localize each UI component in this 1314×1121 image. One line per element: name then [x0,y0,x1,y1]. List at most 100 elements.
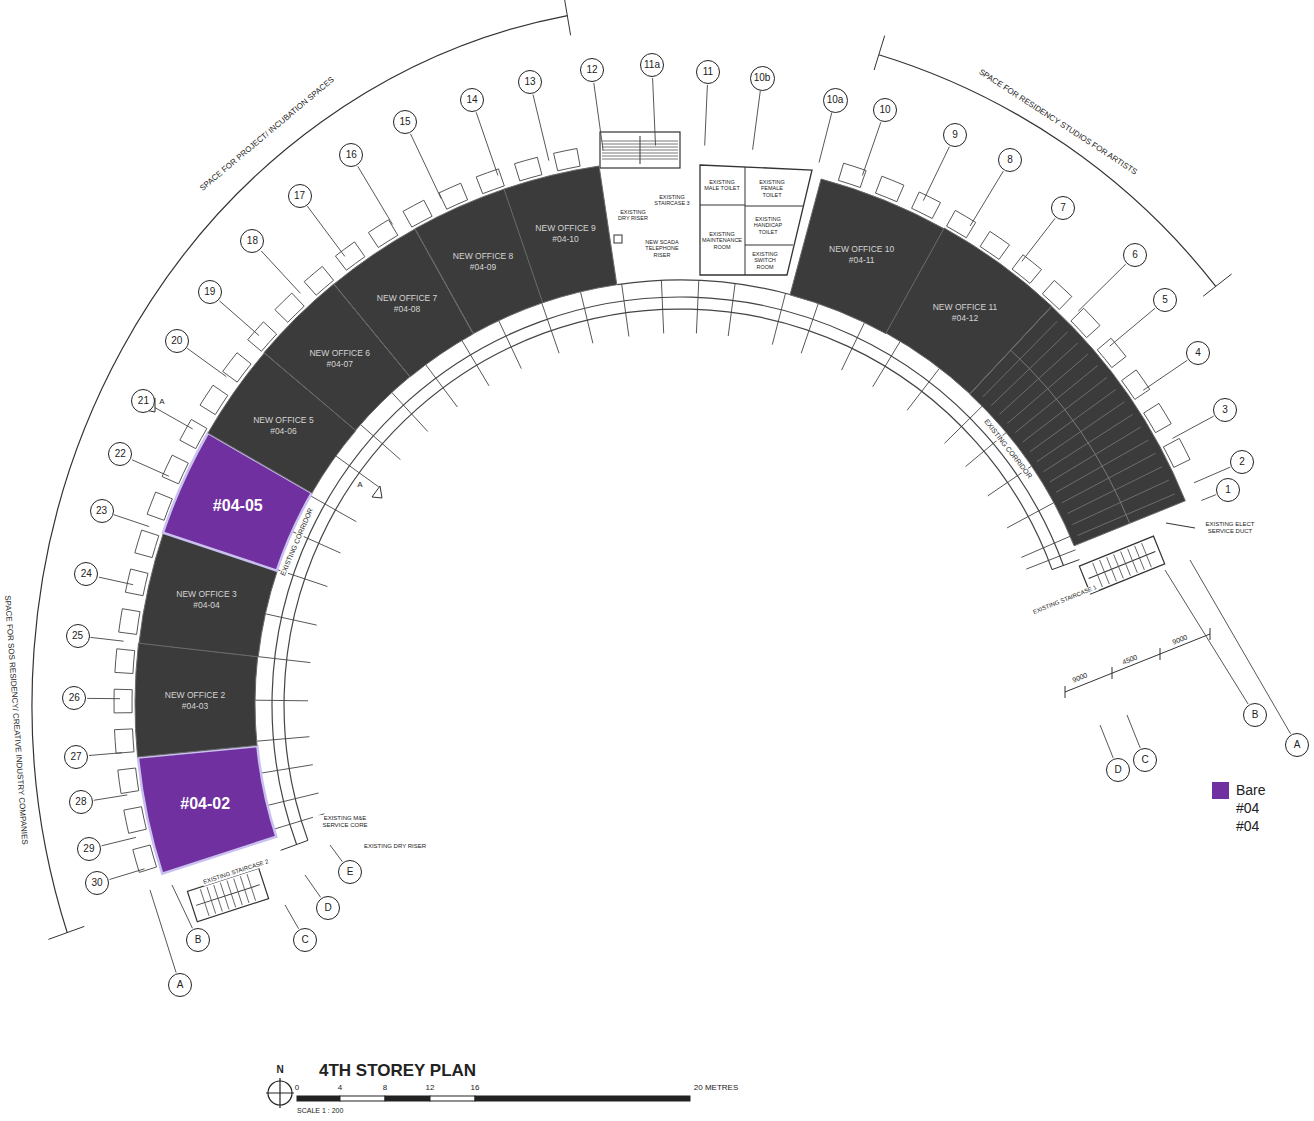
grid-line [945,406,983,443]
plan-label: A [158,397,165,406]
grid-bubble: 9 [943,123,967,147]
stair-divider [196,885,260,906]
grid-line [132,460,169,476]
grid-line [594,83,603,150]
grid-bubble: 8 [998,148,1022,172]
plan-label: SPACE FOR SOS RESIDENCY/ CREATIVE INDUST… [3,594,30,846]
room-wall [700,205,745,206]
window-box [135,530,159,558]
space-boundary-tick [874,36,885,70]
grid-reference: 25 [72,631,83,641]
grid-reference: 30 [91,878,102,888]
plan-label: EXISTING STAIRCASE 3 [652,194,692,207]
grid-line [1026,550,1075,569]
grid-line [265,614,317,625]
grid-line [330,845,342,862]
stair-tread [602,150,678,151]
unit-text-group: NEW OFFICE 2#04-03 [165,690,225,712]
stair-tread [602,156,678,157]
grid-bubble: 11a [640,53,664,77]
hatch-line [1011,350,1130,523]
unit-label: NEW OFFICE 11 [933,302,998,313]
grid-bubble: 29 [77,837,101,861]
grid-bubble: B [186,928,210,952]
staircase-3 [600,132,680,168]
grid-bubble: 21 [131,389,155,413]
grid-line [842,322,865,370]
grid-line [285,905,299,929]
stair-tread [220,883,229,910]
grid-line [361,425,401,460]
grid-reference: 3 [1222,405,1228,415]
grid-bubble: 18 [240,229,264,253]
window-box [115,729,135,753]
grid-reference: 11a [644,60,660,70]
unit-shape [138,746,276,874]
grid-reference: 22 [115,449,126,459]
unit-label: NEW OFFICE 8 [453,251,513,262]
grid-bubble: D [316,896,340,920]
plan-label: 20 METRES [693,1083,739,1092]
grid-line [110,869,145,880]
grid-reference: 1 [1225,485,1231,495]
unit-label: #04-09 [453,262,513,273]
grid-line [426,365,458,408]
grid-line [622,284,629,337]
grid-line [172,885,192,928]
grid-line [392,393,428,432]
room-wall [745,206,803,207]
plan-label: EXISTING MAINTENANCE ROOM [701,231,743,250]
grid-line [411,134,442,199]
grid-line [728,284,735,337]
window-box [119,609,140,635]
grid-bubble: 23 [90,499,114,523]
plan-label: 8 [382,1083,388,1092]
grid-line [89,753,122,756]
section-marker [372,486,382,498]
grid-line [819,113,832,163]
grid-line [1007,503,1054,528]
grid-bubble: 24 [74,562,98,586]
grid-reference: 21 [138,396,149,406]
grid-reference: 18 [247,236,258,246]
space-boundary [32,16,568,933]
unit-shape [135,643,258,757]
stair-divider [1089,552,1156,579]
stair-tread [602,153,678,154]
unit-label: #04-11 [829,255,894,266]
grid-bubble: 17 [288,184,312,208]
grid-bubble: 11 [696,60,720,84]
grid-reference: 6 [1132,250,1138,260]
grid-bubble: 16 [339,143,363,167]
leader-line [1166,523,1195,528]
stair-tread [1135,546,1145,570]
grid-bubble: 5 [1153,288,1177,312]
grid-line [499,321,522,369]
corridor-end [1052,560,1079,570]
grid-bubble: 28 [69,790,93,814]
riser-box [614,235,622,243]
grid-line [358,166,393,224]
grid-reference: A [177,980,184,990]
stair-outline [600,132,680,168]
stair-tread [214,885,223,912]
dimension-tick [1065,686,1066,698]
grid-bubble: 20 [165,329,189,353]
grid-line [772,293,785,344]
grid-line [907,368,939,410]
plan-label: EXISTING DRY RISER [613,209,653,222]
window-box [125,569,148,596]
grid-bubble: 14 [460,88,484,112]
corridor-line [284,309,1052,840]
grid-bubble: 6 [1123,243,1147,267]
grid-line [220,301,260,336]
office-unit: NEW OFFICE 9#04-10 [501,163,620,306]
unit-shape [504,166,617,303]
unit-number: #04-02 [180,795,230,813]
grid-reference: 23 [96,506,107,516]
plan-label: 0 [294,1083,300,1092]
unit-label: #04-04 [176,600,236,611]
grid-line [462,340,489,386]
grid-bubble: 10b [750,66,775,91]
